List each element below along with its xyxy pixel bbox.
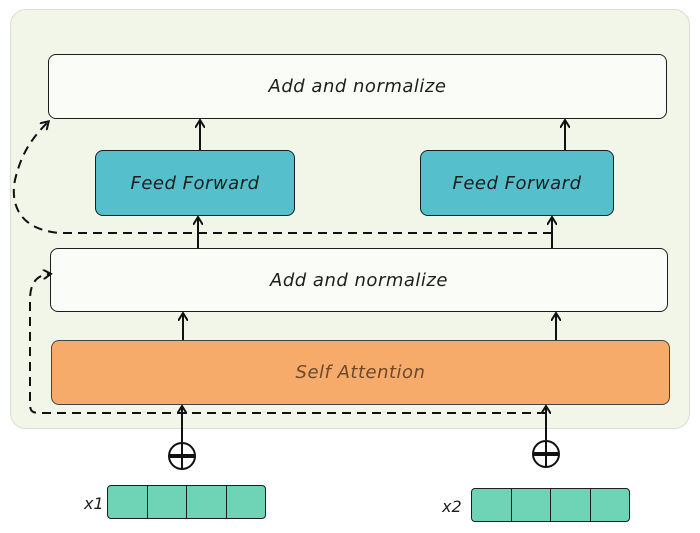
vector-cell: [148, 486, 187, 518]
feed-forward-right-label: Feed Forward: [452, 172, 582, 194]
feed-forward-right: Feed Forward: [420, 150, 614, 216]
add-normalize-middle: Add and normalize: [50, 248, 668, 312]
add-normalize-middle-label: Add and normalize: [270, 269, 448, 291]
feed-forward-left-label: Feed Forward: [130, 172, 260, 194]
add-normalize-top-label: Add and normalize: [268, 76, 447, 97]
vector-cell: [551, 489, 591, 521]
plus-icon-left: [168, 442, 196, 470]
vector-cell: [187, 486, 227, 518]
input-vector-x1: [107, 485, 266, 519]
vector-cell: [591, 489, 630, 521]
input-label-x2: x2: [442, 497, 462, 516]
vector-cell: [108, 486, 148, 518]
input-label-x1: x1: [84, 494, 104, 513]
plus-icon-right: [532, 440, 560, 468]
vector-cell: [512, 489, 551, 521]
feed-forward-left: Feed Forward: [95, 150, 295, 216]
residual-dashed-upper: [12, 122, 552, 234]
self-attention-block: Self Attention: [51, 340, 670, 405]
vector-cell: [472, 489, 512, 521]
vector-cell: [227, 486, 266, 518]
input-vector-x2: [471, 488, 630, 522]
self-attention-label: Self Attention: [295, 362, 426, 383]
add-normalize-top: Add and normalize: [48, 54, 667, 119]
residual-dashed-lower: [29, 274, 546, 414]
